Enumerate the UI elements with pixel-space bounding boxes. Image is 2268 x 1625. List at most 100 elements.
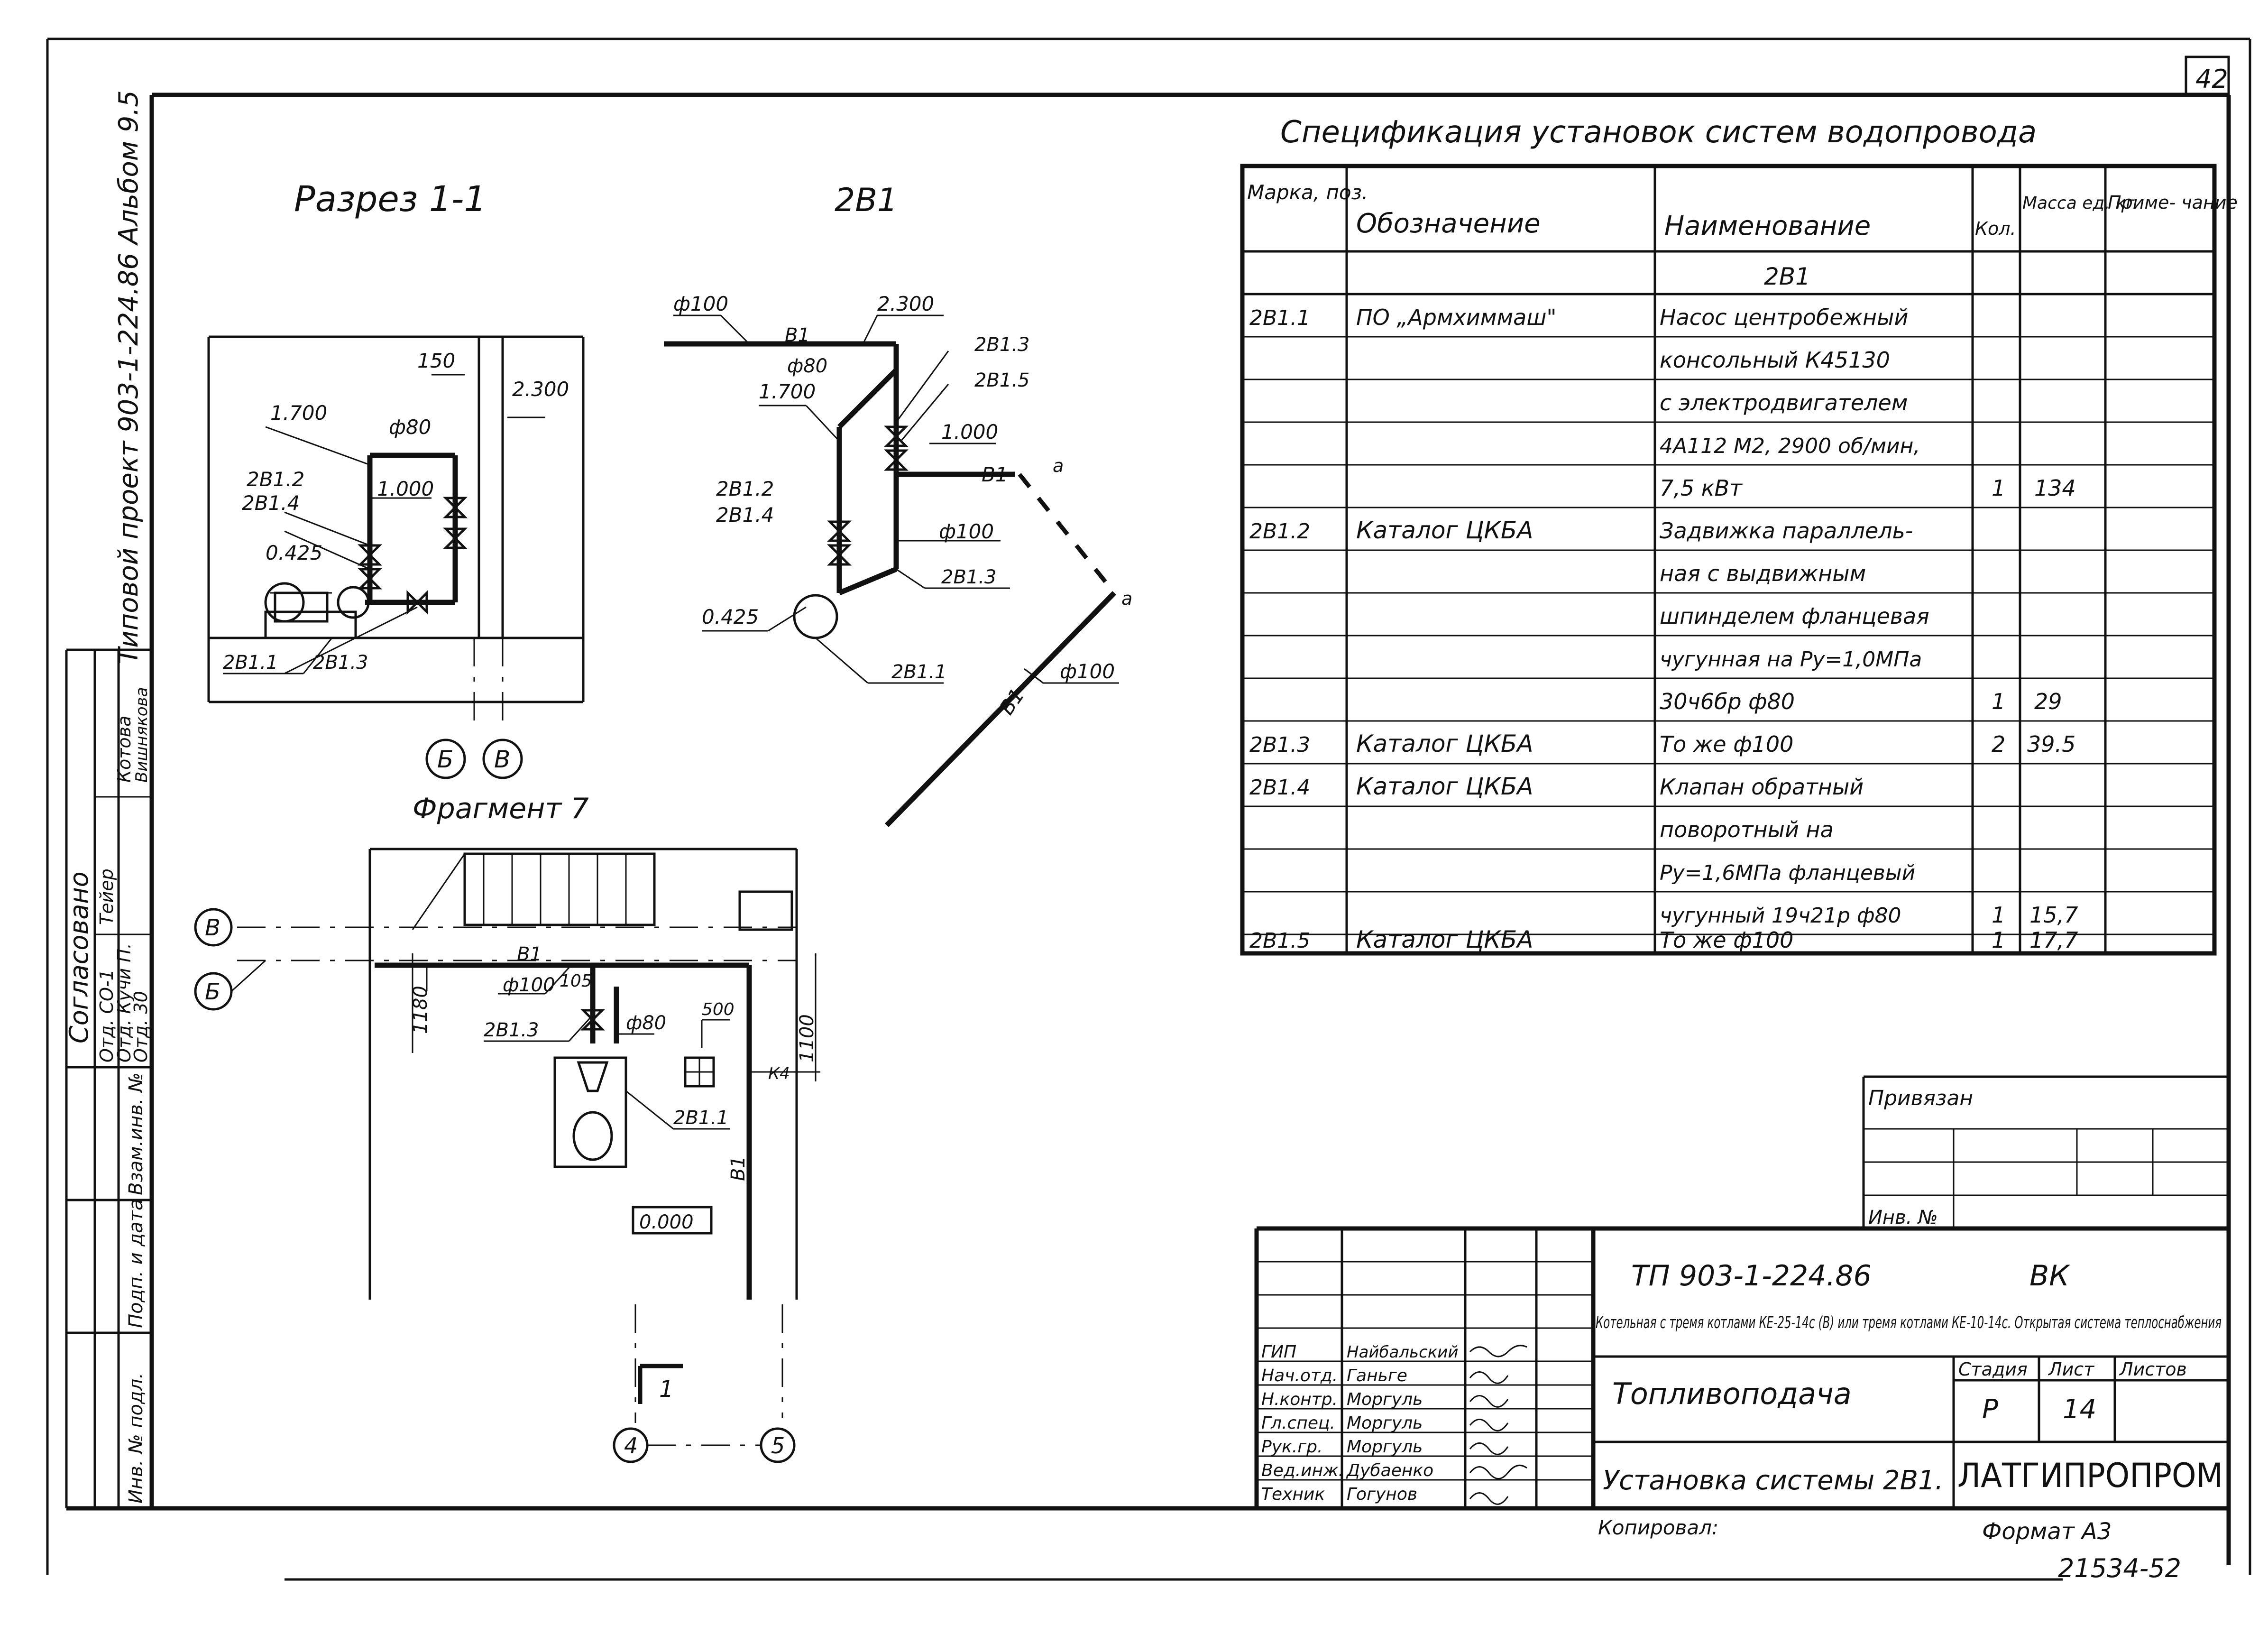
- stamp-row-1: Взам.инв. №: [125, 1072, 147, 1195]
- table-row: чугунная на Ру=1,0МПа: [1660, 647, 1922, 672]
- sheet-number-corner: 42: [2195, 64, 2228, 94]
- table-row: 30ч6бр ф80: [1660, 689, 1795, 714]
- frag-label-105: 105: [560, 971, 592, 991]
- sec-axis-b: Б: [437, 746, 453, 773]
- table-row: 7,5 кВт: [1660, 475, 1743, 501]
- iso-view-title: 2В1: [835, 182, 898, 219]
- table-row: 134: [2034, 475, 2076, 501]
- table-row: поворотный на: [1660, 817, 1834, 842]
- stamp-row-3: Инв. № подл.: [125, 1373, 147, 1504]
- frag-label-d80: ф80: [626, 1012, 666, 1034]
- title-block-grid: [1254, 1226, 2229, 1508]
- table-row: ная с выдвижным: [1660, 561, 1866, 586]
- iso-label-v1-b: В1: [982, 463, 1008, 486]
- table-row: Насос центробежный: [1660, 305, 1908, 330]
- iso-label-2v14: 2В1.4: [716, 503, 774, 526]
- sec-label-2v13: 2В1.3: [313, 652, 368, 674]
- sec-label-150: 150: [417, 349, 455, 372]
- fragment-view-title: Фрагмент 7: [413, 792, 589, 825]
- table-row: Каталог ЦКБА: [1356, 926, 1533, 953]
- staff-role: Нач.отд.: [1261, 1366, 1338, 1385]
- frag-label-k4: К4: [768, 1064, 790, 1083]
- sec-label-0425: 0.425: [266, 541, 322, 564]
- staff-role: Гл.спец.: [1261, 1413, 1335, 1433]
- frag-label-d100: ф100: [503, 974, 555, 996]
- table-row: 2В1.5: [1249, 929, 1310, 953]
- fragment-view-drawing: [194, 848, 820, 1463]
- spec-table-grid: [1240, 164, 2217, 956]
- sec-label-2300: 2.300: [512, 378, 569, 401]
- stamp-row-2: Подп. и дата: [125, 1199, 147, 1328]
- staff-role: Техник: [1261, 1485, 1325, 1504]
- staff-name: Моргуль: [1347, 1413, 1423, 1433]
- frag-label-1100: 1100: [796, 1014, 818, 1062]
- copied-label: Копировал:: [1598, 1516, 1718, 1539]
- table-row: 4А112 М2, 2900 об/мин,: [1660, 434, 1920, 458]
- staff-role: Н.контр.: [1261, 1390, 1338, 1409]
- staff-role: ГИП: [1261, 1342, 1296, 1362]
- section-view-drawing: [207, 335, 585, 779]
- table-row: 1: [1992, 475, 2005, 501]
- org-name: ЛАТГИПРОПРОМ: [1957, 1456, 2223, 1495]
- iso-label-v1-diag: В1: [995, 684, 1029, 719]
- frag-cut-mark: 1: [659, 1376, 674, 1403]
- iso-label-2v15: 2В1.5: [974, 369, 1030, 391]
- frag-label-v1: В1: [517, 943, 542, 965]
- frag-label-level: 0.000: [639, 1211, 694, 1233]
- sec-label-2v11: 2В1.1: [223, 652, 278, 674]
- frag-label-1180: 1180: [410, 986, 432, 1034]
- binding-inv: Инв. №: [1868, 1207, 1938, 1228]
- table-row: 2В1.1: [1249, 306, 1310, 330]
- frag-label-2v11: 2В1.1: [673, 1107, 729, 1129]
- table-row: То же ф100: [1660, 927, 1793, 953]
- stage-header: Стадия: [1958, 1359, 2028, 1380]
- section-view-title: Разрез 1-1: [294, 179, 487, 220]
- iso-label-0425: 0.425: [702, 605, 759, 628]
- part-name: Топливоподача: [1612, 1376, 1852, 1411]
- agreed-name-1: Тейер: [96, 868, 117, 925]
- table-row: 29: [2034, 689, 2062, 714]
- table-row: консольный К45130: [1660, 347, 1890, 373]
- table-row: 2В1.2: [1249, 519, 1310, 544]
- table-row: Ру=1,6МПа фланцевый: [1660, 861, 1915, 885]
- spec-header-mark: Марка, поз.: [1247, 181, 1368, 204]
- stage-value: Р: [1982, 1394, 1998, 1425]
- frag-axis-5: 5: [771, 1433, 785, 1459]
- inventory-number: 21534-52: [2058, 1553, 2181, 1583]
- table-row: Каталог ЦКБА: [1356, 730, 1533, 757]
- doc-code: ТП 903-1-224.86: [1631, 1259, 1872, 1293]
- frag-axis-v: В: [205, 914, 220, 941]
- section-mark: ВК: [2029, 1259, 2070, 1293]
- iso-label-2300: 2.300: [877, 292, 934, 315]
- agreed-row-2: Отд. Кучи П.: [114, 943, 135, 1062]
- table-row: 1: [1992, 902, 2005, 928]
- iso-label-a-top: а: [1053, 455, 1064, 476]
- iso-label-d100-top: ф100: [673, 292, 728, 315]
- table-row: 15,7: [2029, 902, 2078, 928]
- project-name: Котельная с тремя котлами КЕ-25-14с (В) …: [1596, 1313, 2222, 1332]
- iso-label-2v11: 2В1.1: [891, 661, 947, 683]
- sec-label-1700: 1.700: [270, 401, 327, 425]
- format-label: Формат А3: [1982, 1518, 2112, 1545]
- sec-label-1000: 1.000: [377, 477, 434, 500]
- spec-group-label: 2В1: [1764, 263, 1810, 290]
- drawing-name: Установка системы 2В1.: [1603, 1465, 1943, 1496]
- iso-label-2v13-bottom: 2В1.3: [941, 566, 997, 588]
- staff-role: Рук.гр.: [1261, 1437, 1322, 1457]
- table-row: Задвижка параллель-: [1660, 518, 1913, 544]
- table-row: 17,7: [2029, 927, 2078, 953]
- sec-label-2v14: 2В1.4: [242, 491, 300, 515]
- frag-label-2v13: 2В1.3: [484, 1019, 539, 1041]
- iso-label-d100-diag: ф100: [1060, 660, 1115, 683]
- agreed-row-1: Отд. СО-1: [96, 969, 117, 1062]
- project-title-vertical: Типовой проект 903-1-224.86 Альбом 9.5: [113, 90, 144, 664]
- side-strip: [65, 648, 152, 1508]
- sheet-header: Лист: [2048, 1359, 2095, 1380]
- staff-role: Вед.инж.: [1261, 1461, 1344, 1480]
- table-row: 1: [1992, 689, 2005, 714]
- staff-name: Моргуль: [1347, 1390, 1423, 1409]
- table-row: 2В1.4: [1249, 776, 1310, 800]
- iso-label-d100-mid: ф100: [939, 520, 994, 543]
- spec-table-title: Спецификация установок систем водопровод…: [1280, 115, 2037, 150]
